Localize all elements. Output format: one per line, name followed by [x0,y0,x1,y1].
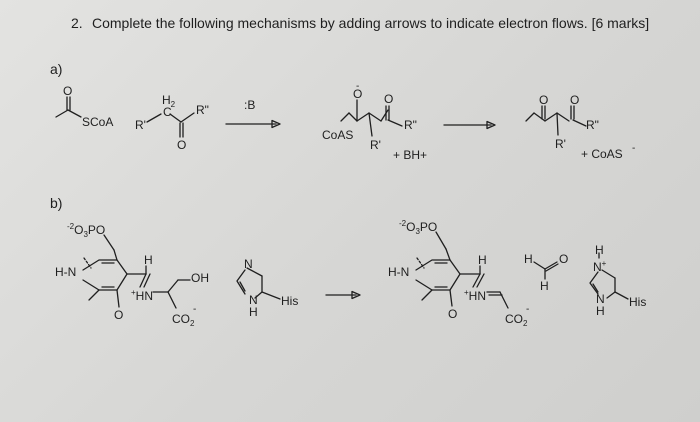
reagent-carbonyl-oxygen: O [177,138,187,152]
product-carboxylate-label: CO2 [505,312,528,328]
intermediate-coas-label: CoAS [322,128,354,142]
intermediate-oxyanion-charge: - [356,81,360,92]
product-r1-label: R' [555,137,566,151]
plp-phenoxide-oxygen: O [114,308,124,322]
product-coas-charge: - [632,143,636,154]
product-oxygen-2: O [570,93,580,107]
imidazolium-structure [589,252,629,300]
product-phosphate-label: -2O3PO [399,219,438,236]
product-imidazole-nh-label: N [596,292,605,306]
tetrahedral-intermediate-structure [340,99,403,137]
serine-carboxylate-charge: - [193,304,197,315]
intermediate-r2-label: R" [404,118,417,132]
aldehyde-h2-label: H [540,279,549,293]
intermediate-r1-label: R' [370,138,381,152]
aldehyde-h1-label: H [524,252,533,266]
part-a-label: a) [50,61,63,77]
serine-hydroxyl-label: OH [191,271,209,285]
product-imine-h-label: H [478,253,487,267]
imidazole-h-label: H [249,305,258,319]
imidazole-structure [236,267,281,300]
product-histidine-label: His [629,295,647,309]
intermediate-oxygen-1: O [353,87,363,101]
reagent-r2-label: R" [196,103,209,117]
reaction-arrow-a1 [225,119,281,129]
acyl-carbonyl-oxygen: O [63,84,73,98]
histidine-label: His [281,294,299,308]
aldehyde-oxygen-label: O [559,252,569,266]
question-prompt: Complete the following mechanisms by add… [92,15,650,31]
plp-aldimine-structure [82,234,191,309]
plp-phosphate-label: -2O3PO [67,222,106,239]
diketone-product-structure [525,105,587,136]
formaldehyde-structure [533,261,559,280]
imidazole-n-label: N [244,257,253,271]
product-pyridinium-nh-label: H-N [388,265,410,279]
serine-carboxylate-label: CO2 [172,312,195,328]
reaction-arrow-b [325,290,361,300]
part-b-label: b) [50,195,63,211]
reagent-carbon-label: C [163,105,172,119]
product-carboxylate-charge: - [526,304,530,315]
product-imidazolium-label: N+ [593,259,607,274]
product-iminium-label: +HN [464,288,487,303]
plp-product-structure [415,231,509,309]
base-label: :B [244,98,256,112]
acyl-coa-structure [55,96,82,118]
product-r2-label: R" [586,118,599,132]
plp-pyridinium-nh-label: H-N [55,265,77,279]
reagent-h2-label: H2 [162,93,176,109]
intermediate-oxygen-2: O [384,92,394,106]
imidazole-nh-label: N [249,293,258,307]
question-number: 2. [71,15,83,31]
intermediate-bh-label: + BH+ [393,148,428,162]
product-phenoxide-oxygen: O [448,307,458,321]
substrate-thioester-label: SCoA [82,115,114,129]
plp-imine-h-label: H [144,253,153,267]
product-imidazole-h2-label: H [596,304,605,318]
ketone-reagent-structure [146,112,195,138]
product-imidazole-h-label: H [595,243,604,257]
reaction-arrow-a2 [443,120,496,130]
reagent-r1-label: R' [135,118,146,132]
plp-iminium-label: +HN [131,288,154,303]
product-oxygen-1: O [539,93,549,107]
product-coas-label: + CoAS [581,147,623,161]
